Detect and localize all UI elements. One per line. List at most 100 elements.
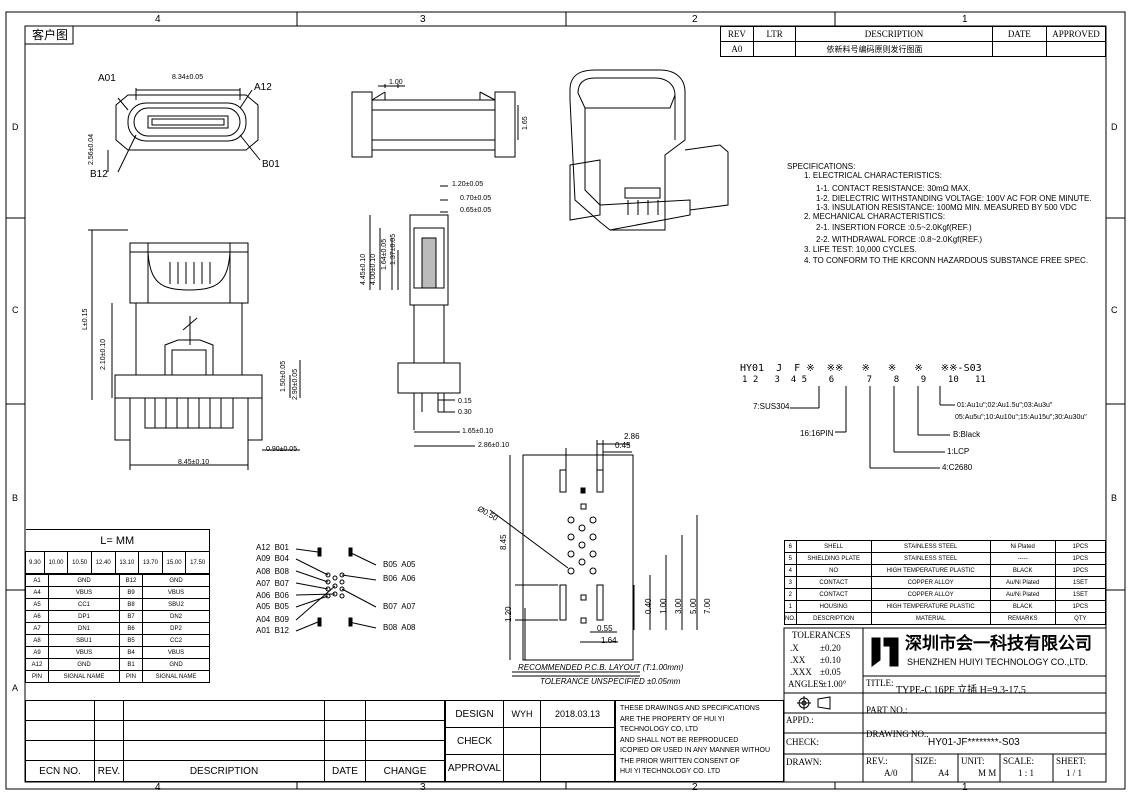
ecn-no-header: ECN NO. [25,760,95,782]
dim-400: 4.00±0.10 [370,253,377,285]
dim-090: 0.90±0.05 [266,446,298,453]
pin-cell: VBUS [142,586,210,599]
pin-cell: B8 [119,598,143,611]
mat-cell: STAINLESS STEEL [870,540,991,553]
company-name-en: SHENZHEN HUIYI TECHNOLOGY CO.,LTD. [907,657,1089,667]
pin-cell: B9 [119,586,143,599]
label-a01: A01 [98,73,116,84]
designer-value: WYH [503,700,541,728]
dim-120: 1.20±0.05 [452,181,484,188]
mat-cell: SHELL [795,540,872,553]
company-name-cn: 深圳市会一科技有限公司 [905,634,1092,653]
mat-cell: 4 [784,564,797,577]
part-code-numbers: 1 2 3 4 5 6 7 8 9 10 11 [742,375,986,385]
row-label-c-right: C [1111,305,1118,315]
description-value: 依新料号编码原则发行图面 [795,41,993,57]
row-label-a: A [12,683,19,693]
notice-line: THESE DRAWINGS AND SPECIFICATIONS [620,705,760,712]
length-value: 9.30 [25,551,45,574]
pcb-dim-286: 2.86 [624,432,640,441]
length-value: 15.00 [161,551,187,574]
col-label-4-bottom: 4 [155,782,161,793]
mat-cell: COPPER ALLOY [870,576,991,589]
dim-290: 2.90±0.05 [292,368,299,400]
col-label-3: 3 [420,14,426,25]
pin-cell: A1 [25,574,49,587]
code-pin: 16:16PIN [800,429,834,438]
code-c2680: 4:C2680 [942,463,973,472]
pin-cell: SBU2 [142,598,210,611]
approved-value [1046,41,1106,57]
length-table: L= MM 9.30 10.00 10.50 12.40 13.10 13.70… [25,529,210,574]
pin-cell: B12 [119,574,143,587]
spec-line-2: 1-1. CONTACT RESISTANCE: 30mΩ MAX. [816,184,971,193]
pin-cell: CC2 [142,634,210,647]
spec-line-9: 4. TO CONFORM TO THE KRCONN HAZARDOUS SU… [804,256,1089,265]
drawing-no-label: DRAWING NO.: [866,729,929,739]
mat-cell: 5 [784,552,797,565]
dim-210: 2.10±0.10 [100,338,107,370]
title-value: TYPE-C 16PF 立插 H=9.3-17.5 [896,685,1026,696]
mat-cell: 1PCS [1054,564,1107,577]
code-lcp: 1:LCP [947,447,970,456]
pin-label-right: B06 A06 [383,574,416,583]
mat-cell: BLACK [989,600,1056,613]
label-b01: B01 [262,159,280,170]
dim-286: 2.86±0.10 [478,442,510,449]
pin-cell: GND [48,658,120,671]
pin-cell: SIGNAL NAME [142,670,210,683]
mat-cell: STAINLESS STEEL [870,552,991,565]
length-value: 10.00 [43,551,69,574]
pcb-dim-055: 0.55 [597,624,613,633]
mat-cell: Ni Plated [989,540,1056,553]
pin-cell: B6 [119,622,143,635]
ltr-value [752,41,797,57]
pin-cell: DP1 [48,610,120,623]
length-value: 12.40 [90,551,116,574]
sheet-value: 1 / 1 [1066,768,1083,778]
mat-cell: CONTACT [795,588,872,601]
dim-845: 8.45±0.10 [178,459,210,466]
approved-header: APPROVED [1046,26,1106,42]
mat-cell: MATERIAL [870,612,991,625]
pcb-dim-120: 1.20 [504,606,513,622]
mat-cell: Au/Ni Plated [989,588,1056,601]
dim-015: 0.15 [458,398,472,405]
row-label-b: B [12,493,19,503]
pin-cell: SIGNAL NAME [48,670,120,683]
length-value: 13.10 [114,551,140,574]
col-label-3-bottom: 3 [420,782,426,793]
col-label-2-bottom: 2 [692,782,698,793]
part-no-label: PART NO.: [866,705,908,715]
design-date-value: 2018.03.13 [540,700,615,728]
pin-cell: GND [48,574,120,587]
pin-cell: DN2 [142,610,210,623]
col-label-2: 2 [692,14,698,25]
dim-445: 4.45±0.10 [360,253,367,285]
code-black: B:Black [953,430,981,439]
pin-label-left: A09 B04 [256,554,289,563]
spec-title: SPECIFICATIONS: [787,162,856,171]
mat-cell: ----- [989,552,1056,565]
date-value [991,41,1048,57]
pin-cell: A6 [25,610,49,623]
dim-height: 2.56±0.04 [88,133,95,165]
code-sus: 7:SUS304 [753,402,790,411]
mat-cell: 1PCS [1054,552,1107,565]
rev-col-header: REV. [94,760,124,782]
col-label-1: 1 [962,14,968,25]
ltr-header: LTR [752,26,797,42]
length-value: 10.50 [67,551,92,574]
tol-x-value: ±0.20 [820,643,841,653]
pin-cell: B4 [119,646,143,659]
pin-cell: B5 [119,634,143,647]
approval-label: APPROVAL [445,754,504,782]
mat-cell: QTY [1054,612,1107,625]
description-header: DESCRIPTION [795,26,993,42]
pin-cell: GND [142,574,210,587]
mat-cell: NO. [784,612,797,625]
pin-label-left: A06 B06 [256,591,289,600]
pin-cell: PIN [119,670,143,683]
pin-cell: A5 [25,598,49,611]
pin-cell: A8 [25,634,49,647]
